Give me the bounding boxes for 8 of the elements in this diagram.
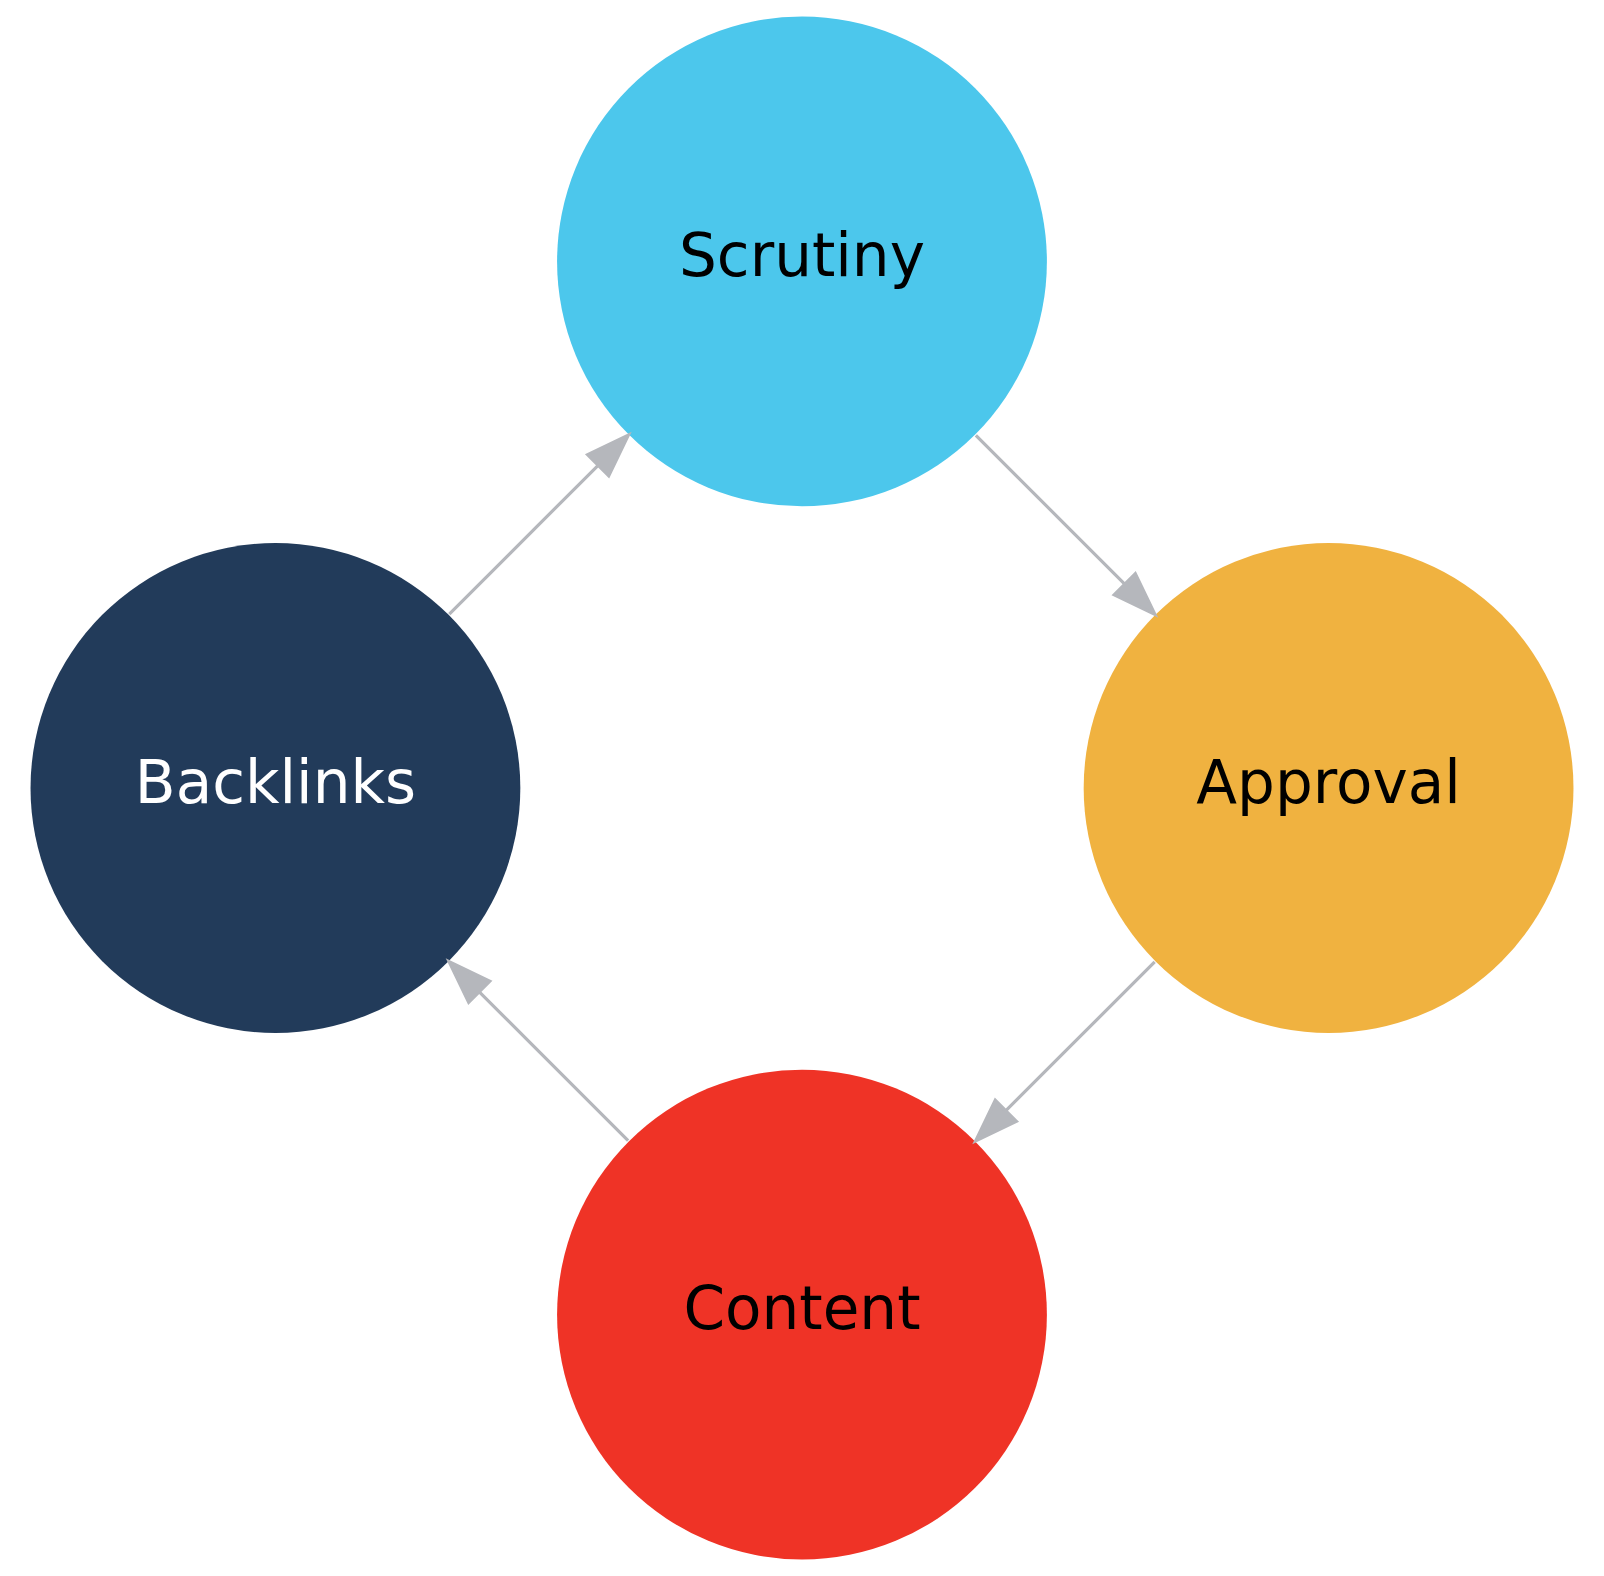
node-circle: Approval: [1083, 543, 1574, 1033]
node-circle: Content: [557, 1069, 1047, 1560]
node-circle: Backlinks: [30, 543, 521, 1033]
arrow: [974, 434, 1159, 618]
arrow: [448, 431, 632, 616]
arrow: [445, 958, 630, 1142]
arrow: [972, 960, 1156, 1145]
node-circle: Scrutiny: [557, 16, 1047, 507]
